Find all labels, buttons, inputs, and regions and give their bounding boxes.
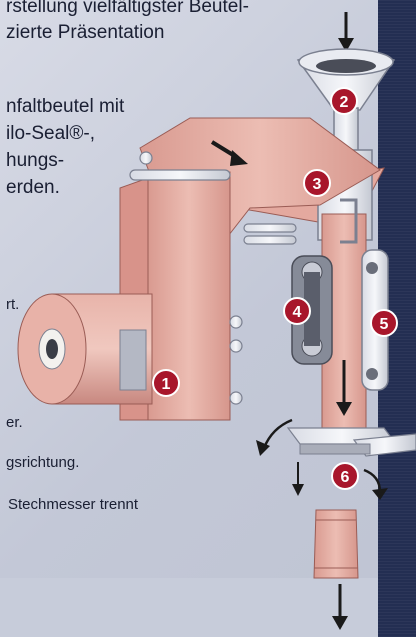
marker-6: 6 (331, 462, 359, 490)
description-line-1: nfaltbeutel mit (6, 96, 125, 117)
svg-text:5: 5 (380, 316, 389, 333)
longitudinal-sealing-unit (291, 255, 333, 365)
marker-2: 2 (330, 87, 358, 115)
filling-funnel (296, 48, 396, 157)
step-text-c: gsrichtung. (6, 454, 80, 471)
transport-arrow (336, 360, 352, 416)
description-line-3: hungs- (6, 150, 65, 171)
marker-3: 3 (303, 169, 331, 197)
film-roll (17, 293, 153, 405)
description-line-4: erden. (6, 177, 60, 198)
svg-text:6: 6 (341, 469, 350, 486)
marker-1: 1 (152, 369, 180, 397)
product-inlet-arrow (338, 12, 354, 52)
cross-sealing-jaws (256, 418, 416, 500)
marker-4: 4 (283, 297, 311, 325)
step-text-b: er. (6, 414, 23, 431)
description-line-2: ilo-Seal®-, (6, 123, 95, 144)
svg-text:4: 4 (293, 304, 302, 321)
intro-line-1: rstellung vielfältigster Beutel- (6, 0, 249, 17)
svg-text:1: 1 (162, 376, 171, 393)
intro-line-2: zierte Präsentation (6, 22, 165, 43)
step-text-a: rt. (6, 296, 20, 313)
marker-5: 5 (370, 309, 398, 337)
svg-text:3: 3 (313, 176, 322, 193)
finished-bag (313, 509, 359, 630)
bottom-band (0, 578, 378, 637)
svg-text:2: 2 (340, 94, 349, 111)
step-text-d: Stechmesser trennt (8, 496, 139, 513)
